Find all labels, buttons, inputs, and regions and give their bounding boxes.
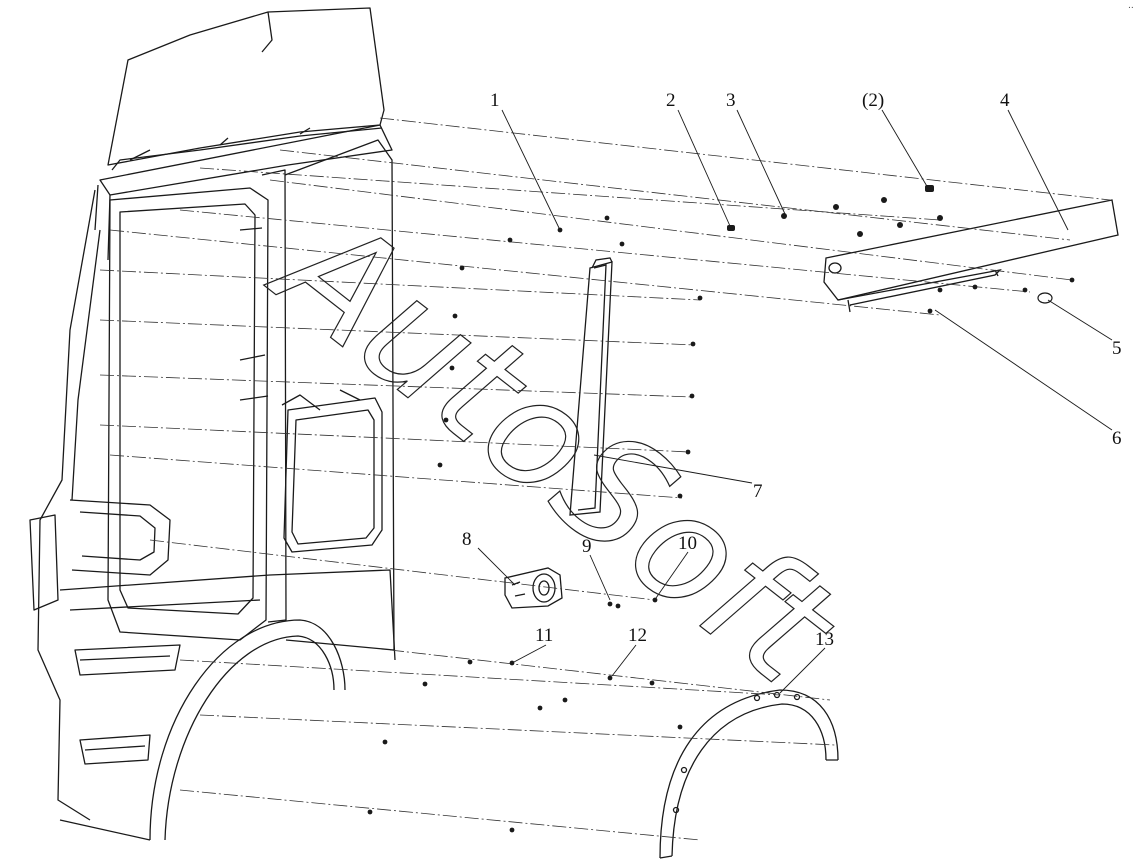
callout-4: 4 (1000, 90, 1010, 111)
callout-11: 11 (535, 625, 553, 646)
watermark: AutoSoft (242, 176, 869, 719)
assembly-lines (99, 117, 1111, 841)
callout-2: 2 (666, 90, 676, 111)
part-4-side-fairing (823, 199, 1119, 313)
part-13-wheel-arch-flare (659, 689, 839, 859)
callout-8: 8 (462, 529, 472, 550)
leader-lines (477, 109, 1113, 694)
callout-6: 6 (1112, 428, 1122, 449)
corner-mark: .. (1128, 1, 1134, 11)
part-7-pillar-trim (569, 257, 613, 516)
callout-2-repeat: (2) (862, 90, 884, 111)
callout-13: 13 (815, 629, 834, 650)
fasteners (367, 185, 1075, 833)
callout-7: 7 (753, 481, 763, 502)
callout-10: 10 (678, 533, 697, 554)
callout-12: 12 (628, 625, 647, 646)
callout-9: 9 (582, 536, 592, 557)
callout-5: 5 (1112, 338, 1122, 359)
part-8-bracket (504, 567, 563, 609)
cab-body (29, 7, 396, 841)
callout-labels: 1 2 3 (2) 4 5 6 7 8 9 10 11 12 13 (462, 90, 1122, 650)
part-5-plug (1037, 292, 1053, 304)
callout-1: 1 (490, 90, 500, 111)
callout-3: 3 (726, 90, 736, 111)
